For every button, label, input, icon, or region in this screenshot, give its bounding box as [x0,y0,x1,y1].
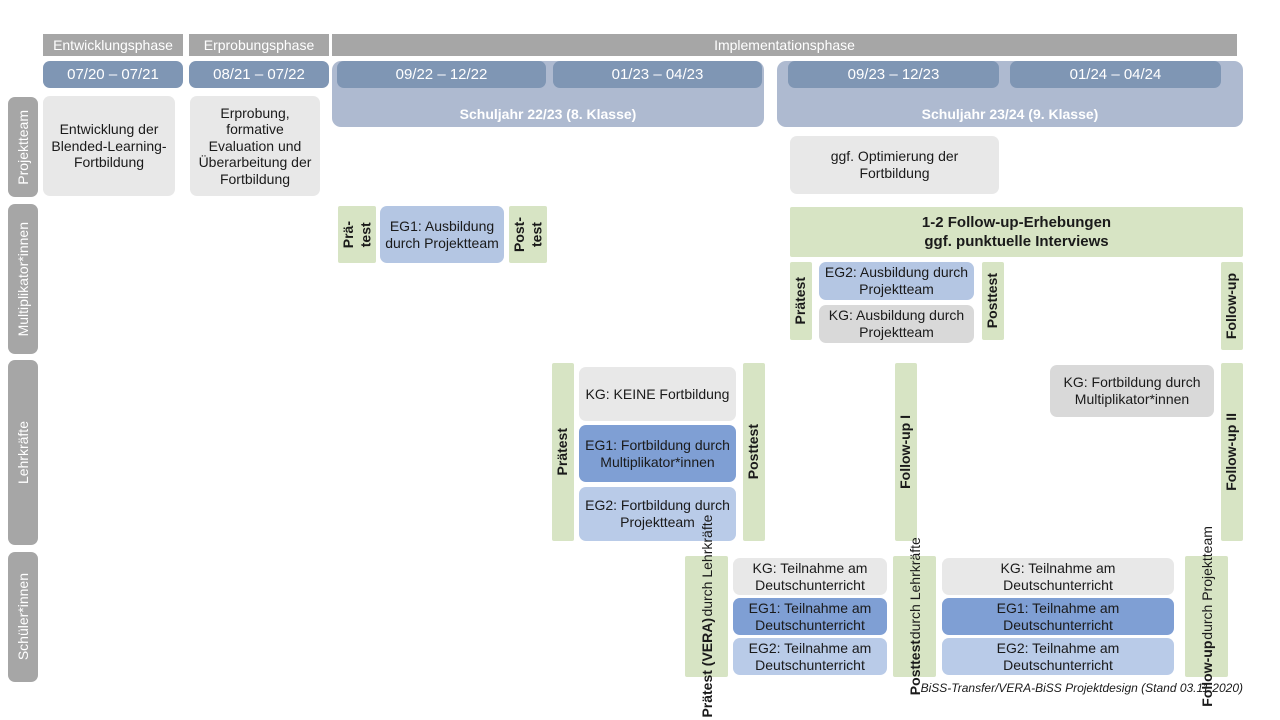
schueler-eg1-box-left: EG1: Teilnahme am Deutschunterricht [733,598,887,635]
schueler-praetest-vera: Prätest (VERA) durch Lehrkräfte [685,515,728,718]
period-chip-0923-1223: 09/23 – 12/23 [788,61,999,88]
lehrkraefte-posttest-text: Posttest [745,424,762,480]
multiplikatoren-praetest-text: Prätest [792,277,809,325]
lehrkraefte-kg-fortbildung-box: KG: Fortbildung durch Multiplikator*inne… [1050,365,1214,417]
schueler-followup-sub: durch Projektteam [1198,526,1215,640]
multiplikatoren-posttest-short: Post- test [509,206,547,263]
schueler-posttest-stack: Posttest durch Lehrkräfte [907,537,923,695]
period-chip-0124-0424: 01/24 – 04/24 [1010,61,1221,88]
schueler-praetest-vera-sub: durch Lehrkräfte [698,515,715,618]
multiplikatoren-praetest-short-text: Prä- test [339,220,374,249]
phase-bar-erprobungsphase: Erprobungsphase [189,34,329,56]
lehrkraefte-praetest-text: Prätest [554,428,571,476]
role-label-projektteam: Projektteam [8,97,38,197]
multiplikatoren-posttest: Posttest [982,262,1004,340]
lehrkraefte-followup-2: Follow-up II [1221,363,1243,541]
projektteam-erprobung-box: Erprobung, formative Evaluation und Über… [190,96,320,196]
schueler-eg2-box-left: EG2: Teilnahme am Deutschunterricht [733,638,887,675]
schueler-posttest: Posttest durch Lehrkräfte [893,537,936,696]
schuljahr-label-2324: Schuljahr 23/24 (9. Klasse) [921,106,1099,122]
schueler-followup-bold: Follow-up [1198,640,1215,707]
schueler-praetest-vera-bold: Prätest (VERA) [698,618,715,718]
period-chip-0922-1222: 09/22 – 12/22 [337,61,546,88]
schueler-eg1-box-right: EG1: Teilnahme am Deutschunterricht [942,598,1174,635]
multiplikatoren-eg1-box: EG1: Ausbildung durch Projektteam [380,206,504,263]
schueler-kg-box-left: KG: Teilnahme am Deutschunterricht [733,558,887,595]
lehrkraefte-followup-2-text: Follow-up II [1223,413,1240,491]
multiplikatoren-kg-box: KG: Ausbildung durch Projektteam [819,305,974,343]
lehrkraefte-praetest: Prätest [552,363,574,541]
schueler-followup: Follow-up durch Projektteam [1185,526,1228,707]
role-label-lehrkraefte-text: Lehrkräfte [15,420,31,485]
schueler-posttest-sub: durch Lehrkräfte [906,537,923,640]
role-label-projektteam-text: Projektteam [15,109,31,185]
period-chip-0123-0423: 01/23 – 04/23 [553,61,762,88]
phase-bar-implementationsphase: Implementationsphase [332,34,1237,56]
period-chip-0720-0721: 07/20 – 07/21 [43,61,183,88]
footer-caption: BiSS-Transfer/VERA-BiSS Projektdesign (S… [920,681,1243,695]
multiplikatoren-praetest-short: Prä- test [338,206,376,263]
multiplikatoren-followup: Follow-up [1221,262,1243,350]
lehrkraefte-eg2-box: EG2: Fortbildung durch Projektteam [579,487,736,541]
lehrkraefte-eg1-box: EG1: Fortbildung durch Multiplikator*inn… [579,425,736,482]
multiplikatoren-posttest-text: Posttest [984,273,1001,329]
multiplikatoren-eg2-box: EG2: Ausbildung durch Projektteam [819,262,974,300]
phase-bar-entwicklungsphase: Entwicklungsphase [43,34,183,56]
lehrkraefte-posttest: Posttest [743,363,765,541]
schueler-kg-box-right: KG: Teilnahme am Deutschunterricht [942,558,1174,595]
schueler-eg2-box-right: EG2: Teilnahme am Deutschunterricht [942,638,1174,675]
projektteam-entwicklung-box: Entwicklung der Blended-Learning-Fortbil… [43,96,175,196]
schuljahr-label-2223: Schuljahr 22/23 (8. Klasse) [459,106,637,122]
schueler-followup-stack: Follow-up durch Projektteam [1199,526,1215,707]
role-label-schuelerinnen: Schüler*innen [8,552,38,682]
multiplikatoren-followup-text: Follow-up [1223,272,1240,340]
period-chip-0821-0722: 08/21 – 07/22 [189,61,329,88]
multiplikatoren-praetest: Prätest [790,262,812,340]
lehrkraefte-followup-1-text: Follow-up I [897,415,914,489]
role-label-multiplikatorinnen-text: Multiplikator*innen [15,221,31,337]
multiplikatoren-followup-banner: 1-2 Follow-up-Erhebungen ggf. punktuelle… [790,207,1243,257]
role-label-multiplikatorinnen: Multiplikator*innen [8,204,38,354]
role-label-schuelerinnen-text: Schüler*innen [15,573,31,661]
multiplikatoren-posttest-short-text: Post- test [510,217,545,252]
projektteam-optimierung-box: ggf. Optimierung der Fortbildung [790,136,999,194]
lehrkraefte-followup-1: Follow-up I [895,363,917,541]
lehrkraefte-kg-keine-box: KG: KEINE Fortbildung [579,367,736,421]
role-label-lehrkraefte: Lehrkräfte [8,360,38,545]
